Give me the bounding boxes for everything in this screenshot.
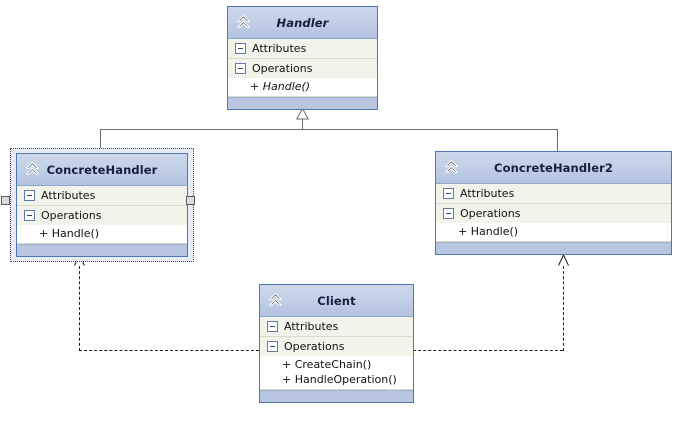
attributes-compartment-handler: Attributes xyxy=(228,39,377,59)
uml-class-handler[interactable]: Handler Attributes Operations + Handle() xyxy=(227,6,378,110)
operations-list-handler: + Handle() xyxy=(228,78,377,96)
uml-class-concretehandler2[interactable]: ConcreteHandler2 Attributes Operations +… xyxy=(435,151,672,255)
attributes-compartment-concretehandler2: Attributes xyxy=(436,184,671,204)
operation-item[interactable]: + Handle() xyxy=(39,227,100,240)
attributes-label-handler: Attributes xyxy=(252,42,307,55)
uml-class-header-handler: Handler xyxy=(228,7,377,39)
uml-class-footer-client xyxy=(260,390,413,402)
operations-label-client: Operations xyxy=(284,340,345,353)
uml-class-footer-concretehandler xyxy=(17,244,187,256)
dependency-line-client-concretehandler2-horizontal xyxy=(413,350,563,351)
uml-class-title-concretehandler: ConcreteHandler xyxy=(46,162,158,177)
attributes-toggle-client[interactable]: Attributes xyxy=(260,317,413,336)
operations-compartment-concretehandler2: Operations + Handle() xyxy=(436,204,671,242)
attributes-label-concretehandler: Attributes xyxy=(41,189,96,202)
operations-compartment-client: Operations + CreateChain() + HandleOpera… xyxy=(260,337,413,390)
uml-class-header-concretehandler2: ConcreteHandler2 xyxy=(436,152,671,184)
attributes-label-client: Attributes xyxy=(284,320,339,333)
operations-label-handler: Operations xyxy=(252,62,313,75)
attributes-toggle-concretehandler[interactable]: Attributes xyxy=(17,186,187,205)
attributes-toggle-handler[interactable]: Attributes xyxy=(228,39,377,58)
dependency-arrowhead-concretehandler2-icon xyxy=(557,253,570,266)
uml-class-title-handler: Handler xyxy=(276,15,329,30)
collapse-minus-icon[interactable] xyxy=(443,188,454,199)
generalization-stem-handler xyxy=(302,119,303,129)
uml-class-footer-concretehandler2 xyxy=(436,242,671,254)
uml-class-header-concretehandler: ConcreteHandler xyxy=(17,154,187,186)
operations-list-concretehandler: + Handle() xyxy=(17,225,187,243)
operations-compartment-handler: Operations + Handle() xyxy=(228,59,377,97)
operations-compartment-concretehandler: Operations + Handle() xyxy=(17,206,187,244)
resize-grip-right[interactable] xyxy=(186,196,195,205)
uml-class-title-client: Client xyxy=(317,293,356,308)
resize-grip-left[interactable] xyxy=(1,196,10,205)
attributes-compartment-concretehandler: Attributes xyxy=(17,186,187,206)
collapse-minus-icon[interactable] xyxy=(443,208,454,219)
operation-item[interactable]: + CreateChain() xyxy=(282,358,372,371)
generalization-branch-concretehandler xyxy=(100,129,101,151)
attributes-label-concretehandler2: Attributes xyxy=(460,187,515,200)
uml-class-client[interactable]: Client Attributes Operations + CreateCha… xyxy=(259,284,414,403)
class-chevron-icon xyxy=(266,291,285,310)
attributes-compartment-client: Attributes xyxy=(260,317,413,337)
operations-label-concretehandler: Operations xyxy=(41,209,102,222)
uml-class-footer-handler xyxy=(228,97,377,109)
uml-class-concretehandler[interactable]: ConcreteHandler Attributes Operations + … xyxy=(16,153,188,257)
collapse-minus-icon[interactable] xyxy=(24,210,35,221)
operations-toggle-client[interactable]: Operations xyxy=(260,337,413,356)
generalization-branch-concretehandler2 xyxy=(557,129,558,151)
operation-item[interactable]: + HandleOperation() xyxy=(282,373,397,386)
class-chevron-icon xyxy=(23,160,42,179)
dependency-line-client-concretehandler-horizontal xyxy=(79,350,259,351)
operations-label-concretehandler2: Operations xyxy=(460,207,521,220)
class-chevron-icon xyxy=(442,158,461,177)
operations-toggle-concretehandler[interactable]: Operations xyxy=(17,206,187,225)
collapse-minus-icon[interactable] xyxy=(267,321,278,332)
collapse-minus-icon[interactable] xyxy=(235,43,246,54)
collapse-minus-icon[interactable] xyxy=(235,63,246,74)
uml-class-header-client: Client xyxy=(260,285,413,317)
generalization-arrowhead-icon xyxy=(295,107,310,120)
uml-class-title-concretehandler2: ConcreteHandler2 xyxy=(494,160,613,175)
operation-item[interactable]: + Handle() xyxy=(458,225,519,238)
attributes-toggle-concretehandler2[interactable]: Attributes xyxy=(436,184,671,203)
operations-list-client: + CreateChain() + HandleOperation() xyxy=(260,356,413,389)
dependency-line-client-concretehandler2-vertical xyxy=(563,266,564,351)
operations-toggle-concretehandler2[interactable]: Operations xyxy=(436,204,671,223)
collapse-minus-icon[interactable] xyxy=(267,341,278,352)
dependency-line-client-concretehandler-vertical xyxy=(79,266,80,351)
operations-toggle-handler[interactable]: Operations xyxy=(228,59,377,78)
operations-list-concretehandler2: + Handle() xyxy=(436,223,671,241)
class-chevron-icon xyxy=(234,13,253,32)
operation-item[interactable]: + Handle() xyxy=(250,80,311,93)
collapse-minus-icon[interactable] xyxy=(24,190,35,201)
generalization-tree-bar xyxy=(100,129,558,130)
